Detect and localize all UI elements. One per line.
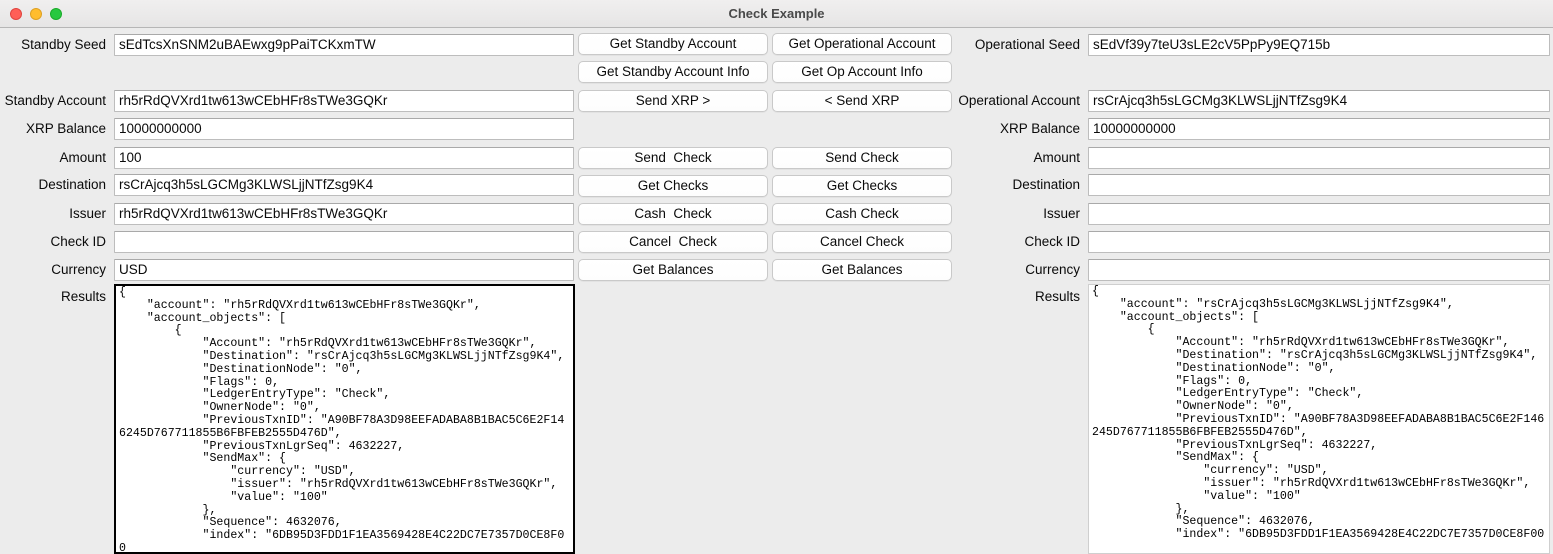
operational-issuer-label: Issuer [1043, 206, 1080, 221]
operational-amount-input[interactable] [1088, 147, 1550, 169]
operational-seed-label: Operational Seed [974, 37, 1080, 52]
standby-xrp-balance-label: XRP Balance [25, 121, 106, 136]
close-button-icon[interactable] [10, 8, 22, 20]
get-checks-operational-button[interactable]: Get Checks [772, 175, 952, 197]
standby-xrp-balance-input[interactable]: 10000000000 [114, 118, 574, 140]
standby-check-id-input[interactable] [114, 231, 574, 253]
standby-issuer-label: Issuer [69, 206, 106, 221]
standby-seed-label: Standby Seed [21, 37, 106, 52]
operational-account-label: Operational Account [958, 93, 1080, 108]
standby-currency-label: Currency [51, 262, 106, 277]
operational-check-id-input[interactable] [1088, 231, 1550, 253]
get-checks-standby-button[interactable]: Get Checks [578, 175, 768, 197]
get-standby-account-info-button[interactable]: Get Standby Account Info [578, 61, 768, 83]
standby-amount-label: Amount [59, 150, 106, 165]
cancel-check-operational-button[interactable]: Cancel Check [772, 231, 952, 253]
standby-destination-label: Destination [38, 177, 106, 192]
window-titlebar: Check Example [0, 0, 1553, 28]
standby-currency-input[interactable]: USD [114, 259, 574, 281]
standby-issuer-input[interactable]: rh5rRdQVXrd1tw613wCEbHFr8sTWe3GQKr [114, 203, 574, 225]
send-xrp-left-button[interactable]: < Send XRP [772, 90, 952, 112]
cash-check-standby-button[interactable]: Cash Check [578, 203, 768, 225]
send-xrp-right-button[interactable]: Send XRP > [578, 90, 768, 112]
operational-results-textarea[interactable]: { "account": "rsCrAjcq3h5sLGCMg3KLWSLjjN… [1088, 284, 1550, 554]
zoom-button-icon[interactable] [50, 8, 62, 20]
operational-destination-label: Destination [1012, 177, 1080, 192]
operational-destination-input[interactable] [1088, 174, 1550, 196]
traffic-light-group [10, 8, 62, 20]
operational-currency-label: Currency [1025, 262, 1080, 277]
operational-results-label: Results [1034, 289, 1080, 304]
app-body: Standby Seed sEdTcsXnSNM2uBAEwxg9pPaiTCK… [0, 28, 1553, 554]
standby-amount-input[interactable]: 100 [114, 147, 574, 169]
minimize-button-icon[interactable] [30, 8, 42, 20]
get-op-account-info-button[interactable]: Get Op Account Info [772, 61, 952, 83]
standby-check-id-label: Check ID [50, 234, 106, 249]
get-standby-account-button[interactable]: Get Standby Account [578, 33, 768, 55]
get-operational-account-button[interactable]: Get Operational Account [772, 33, 952, 55]
operational-currency-input[interactable] [1088, 259, 1550, 281]
standby-account-label: Standby Account [4, 93, 106, 108]
standby-seed-input[interactable]: sEdTcsXnSNM2uBAEwxg9pPaiTCKxmTW [114, 34, 574, 56]
operational-account-input[interactable]: rsCrAjcq3h5sLGCMg3KLWSLjjNTfZsg9K4 [1088, 90, 1550, 112]
send-check-operational-button[interactable]: Send Check [772, 147, 952, 169]
standby-destination-input[interactable]: rsCrAjcq3h5sLGCMg3KLWSLjjNTfZsg9K4 [114, 174, 574, 196]
operational-xrp-balance-label: XRP Balance [999, 121, 1080, 136]
standby-results-label: Results [60, 289, 106, 304]
cancel-check-standby-button[interactable]: Cancel Check [578, 231, 768, 253]
operational-amount-label: Amount [1033, 150, 1080, 165]
cash-check-operational-button[interactable]: Cash Check [772, 203, 952, 225]
get-balances-operational-button[interactable]: Get Balances [772, 259, 952, 281]
send-check-standby-button[interactable]: Send Check [578, 147, 768, 169]
standby-results-textarea[interactable]: { "account": "rh5rRdQVXrd1tw613wCEbHFr8s… [114, 284, 575, 554]
operational-issuer-input[interactable] [1088, 203, 1550, 225]
get-balances-standby-button[interactable]: Get Balances [578, 259, 768, 281]
operational-seed-input[interactable]: sEdVf39y7teU3sLE2cV5PpPy9EQ715b [1088, 34, 1550, 56]
operational-check-id-label: Check ID [1024, 234, 1080, 249]
standby-account-input[interactable]: rh5rRdQVXrd1tw613wCEbHFr8sTWe3GQKr [114, 90, 574, 112]
window-title: Check Example [728, 6, 825, 21]
operational-xrp-balance-input[interactable]: 10000000000 [1088, 118, 1550, 140]
